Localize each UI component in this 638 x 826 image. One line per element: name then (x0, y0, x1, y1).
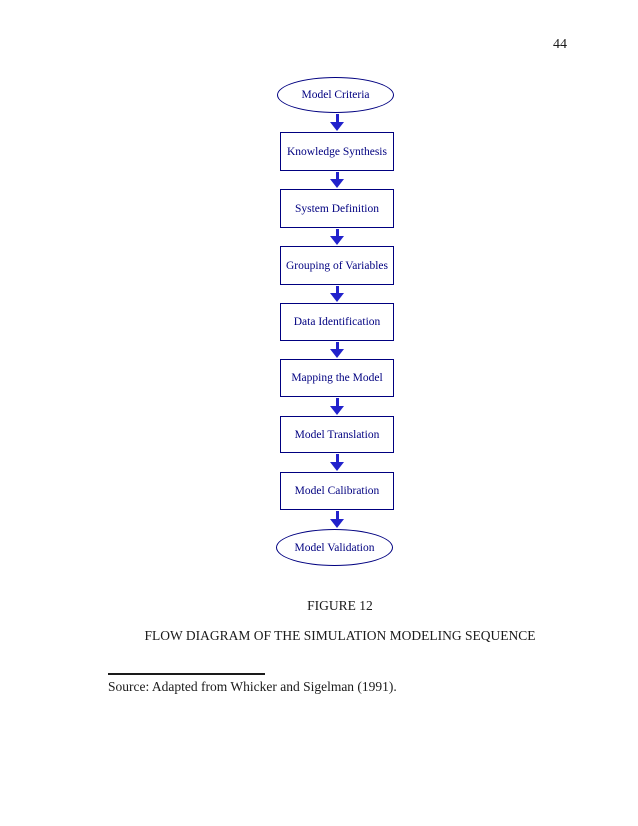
flow-node-system-definition: System Definition (280, 189, 394, 228)
flow-node-label: System Definition (294, 202, 379, 215)
down-arrow-icon (330, 286, 344, 302)
down-arrow-icon (330, 454, 344, 471)
source-divider (108, 673, 265, 675)
flow-node-model-translation: Model Translation (280, 416, 394, 453)
flow-node-label: Data Identification (293, 316, 381, 328)
figure-title: FLOW DIAGRAM OF THE SIMULATION MODELING … (144, 628, 536, 643)
figure-number: FIGURE 12 (307, 598, 373, 613)
flow-node-data-identification: Data Identification (280, 303, 394, 341)
flow-node-label: Knowledge Synthesis (287, 145, 387, 158)
flow-node-knowledge-synthesis: Knowledge Synthesis (280, 132, 394, 171)
flow-node-grouping-of-variables: Grouping of Variables (280, 246, 394, 285)
figure-caption: FIGURE 12 FLOW DIAGRAM OF THE SIMULATION… (40, 598, 638, 644)
down-arrow-icon (330, 342, 344, 358)
page-number: 44 (553, 37, 567, 52)
down-arrow-icon (330, 229, 344, 245)
flow-node-label: Model Validation (294, 541, 375, 554)
down-arrow-icon (330, 511, 344, 528)
flow-node-label: Model Calibration (294, 485, 380, 497)
flow-node-label: Model Criteria (301, 89, 370, 101)
down-arrow-icon (330, 398, 344, 415)
flow-node-model-calibration: Model Calibration (280, 472, 394, 510)
flow-node-model-criteria: Model Criteria (277, 77, 394, 113)
flow-node-label: Mapping the Model (291, 372, 383, 384)
flow-node-label: Grouping of Variables (286, 259, 388, 272)
flow-diagram: Model Criteria Knowledge Synthesis Syste… (276, 77, 394, 566)
down-arrow-icon (330, 114, 344, 131)
flow-node-label: Model Translation (294, 428, 380, 441)
down-arrow-icon (330, 172, 344, 188)
source-note: Source: Adapted from Whicker and Sigelma… (108, 679, 397, 694)
flow-node-model-validation: Model Validation (276, 529, 393, 566)
flow-node-mapping-the-model: Mapping the Model (280, 359, 394, 397)
